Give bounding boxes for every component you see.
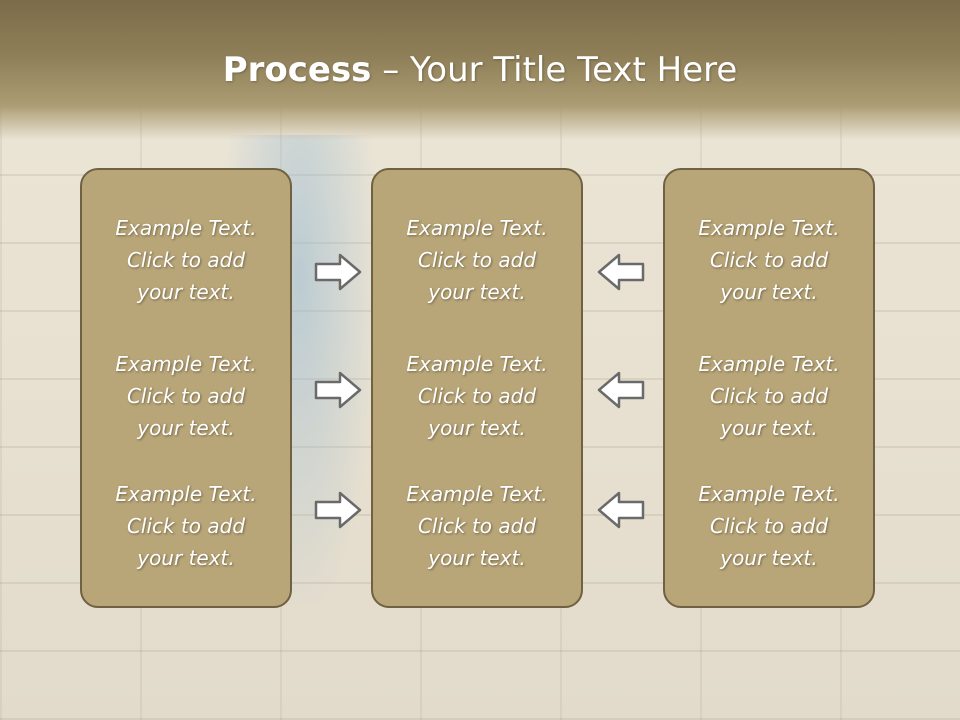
text-line: Click to add <box>709 248 829 272</box>
text-line: Example Text. <box>115 216 257 240</box>
text-line: your text. <box>720 280 818 304</box>
text-line: your text. <box>720 546 818 570</box>
slide-title[interactable]: Process – Your Title Text Here <box>0 50 960 90</box>
text-line: Example Text. <box>406 482 548 506</box>
text-item[interactable]: Example Text. Click to add your text. <box>82 348 290 444</box>
text-item[interactable]: Example Text. Click to add your text. <box>82 478 290 574</box>
text-line: your text. <box>137 280 235 304</box>
text-line: Example Text. <box>115 482 257 506</box>
text-line: your text. <box>720 416 818 440</box>
text-item[interactable]: Example Text. Click to add your text. <box>373 348 581 444</box>
text-line: Click to add <box>417 248 537 272</box>
process-panel-left[interactable]: Example Text. Click to add your text. Ex… <box>80 168 292 608</box>
text-line: Click to add <box>417 384 537 408</box>
text-line: Click to add <box>126 248 246 272</box>
text-line: Click to add <box>126 514 246 538</box>
title-bold-text: Process <box>222 50 372 90</box>
right-arrow-icon <box>314 253 362 291</box>
text-line: Example Text. <box>406 352 548 376</box>
text-line: your text. <box>137 546 235 570</box>
text-item[interactable]: Example Text. Click to add your text. <box>373 212 581 308</box>
text-line: Example Text. <box>115 352 257 376</box>
left-arrow-icon <box>597 253 645 291</box>
process-panel-center[interactable]: Example Text. Click to add your text. Ex… <box>371 168 583 608</box>
title-rest-text: – Your Title Text Here <box>371 50 738 90</box>
text-line: your text. <box>137 416 235 440</box>
left-arrow-icon <box>597 371 645 409</box>
text-item[interactable]: Example Text. Click to add your text. <box>665 348 873 444</box>
text-line: Example Text. <box>406 216 548 240</box>
text-line: Example Text. <box>698 216 840 240</box>
text-item[interactable]: Example Text. Click to add your text. <box>665 212 873 308</box>
text-line: Click to add <box>417 514 537 538</box>
text-line: Example Text. <box>698 482 840 506</box>
text-item[interactable]: Example Text. Click to add your text. <box>665 478 873 574</box>
left-arrow-icon <box>597 491 645 529</box>
title-bar <box>0 0 960 140</box>
text-line: your text. <box>428 416 526 440</box>
right-arrow-icon <box>314 371 362 409</box>
text-line: Click to add <box>709 514 829 538</box>
text-line: Click to add <box>126 384 246 408</box>
text-line: your text. <box>428 546 526 570</box>
text-item[interactable]: Example Text. Click to add your text. <box>82 212 290 308</box>
text-line: Example Text. <box>698 352 840 376</box>
text-item[interactable]: Example Text. Click to add your text. <box>373 478 581 574</box>
text-line: Click to add <box>709 384 829 408</box>
right-arrow-icon <box>314 491 362 529</box>
process-panel-right[interactable]: Example Text. Click to add your text. Ex… <box>663 168 875 608</box>
text-line: your text. <box>428 280 526 304</box>
